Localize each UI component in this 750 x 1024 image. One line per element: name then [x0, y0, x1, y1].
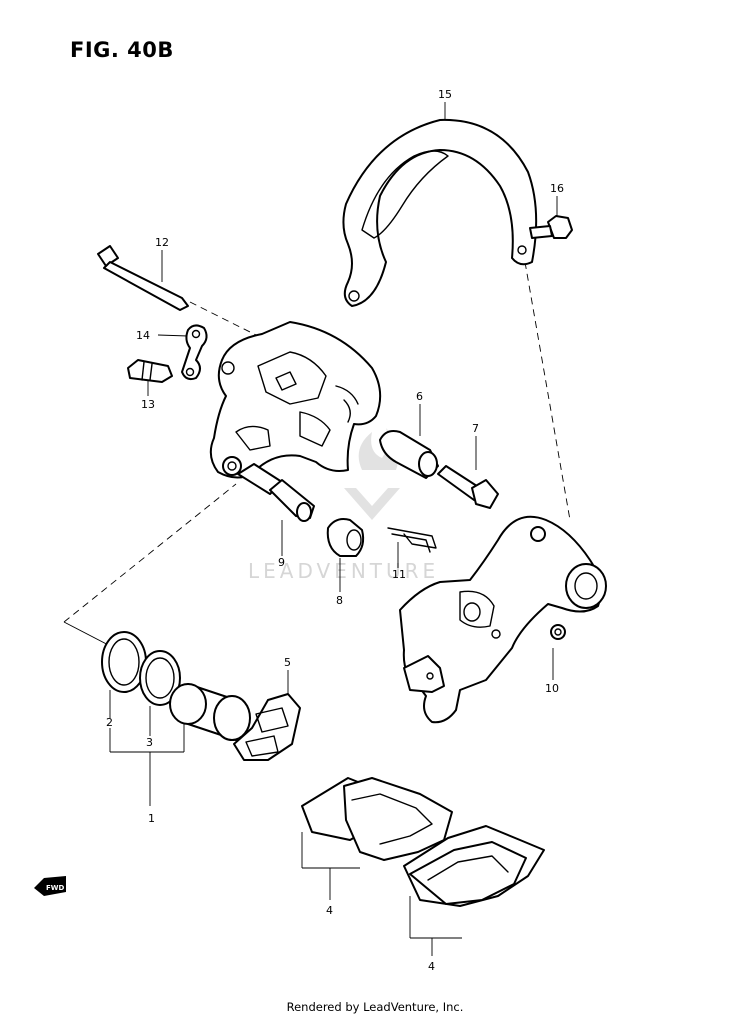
callouts: 1 2 3 4 4 5 6 7 8 9 10 11 12 13 14 15 16 [106, 88, 564, 973]
callout-14: 14 [136, 329, 150, 342]
part-13-bleeder [127, 359, 173, 383]
fwd-arrow-icon: FWD [34, 876, 66, 896]
part-7-bolt [437, 465, 499, 509]
watermark-text: LEADVENTURE [248, 559, 439, 583]
callout-12: 12 [155, 236, 169, 249]
callout-15: 15 [438, 88, 452, 101]
part-12-pin [97, 245, 189, 311]
callout-11: 11 [392, 568, 406, 581]
part-5-shim [233, 693, 301, 761]
callout-7: 7 [472, 422, 479, 435]
callout-16: 16 [550, 182, 564, 195]
fwd-label: FWD [46, 884, 65, 892]
figure-title: FIG. 40B [70, 38, 174, 62]
footer-credit: Rendered by LeadVenture, Inc. [286, 1000, 464, 1014]
callout-2: 2 [106, 716, 113, 729]
part-1-piston [169, 683, 251, 741]
part-11-spring [387, 527, 437, 553]
callout-5: 5 [284, 656, 291, 669]
part-9-slide-pin [237, 463, 315, 522]
callout-1: 1 [148, 812, 155, 825]
part-4-pad-right [403, 825, 545, 907]
part-6-bushing [379, 430, 439, 479]
watermark: LEADVENTURE [248, 428, 439, 583]
callout-3: 3 [146, 736, 153, 749]
callout-4a: 4 [326, 904, 333, 917]
caliper-body [209, 321, 382, 479]
part-16-bolt [529, 215, 573, 239]
callout-9: 9 [278, 556, 285, 569]
part-4-pad-left [301, 777, 453, 861]
callout-4b: 4 [428, 960, 435, 973]
part-8-boot [326, 518, 365, 557]
callout-6: 6 [416, 390, 423, 403]
part-3-seal [139, 650, 181, 706]
part-14-clip [181, 324, 208, 381]
callout-8: 8 [336, 594, 343, 607]
callout-13: 13 [141, 398, 155, 411]
part-10-caliper-bracket [399, 515, 607, 724]
leader-lines [63, 102, 571, 956]
callout-10: 10 [545, 682, 559, 695]
part-15-bracket [342, 118, 538, 307]
